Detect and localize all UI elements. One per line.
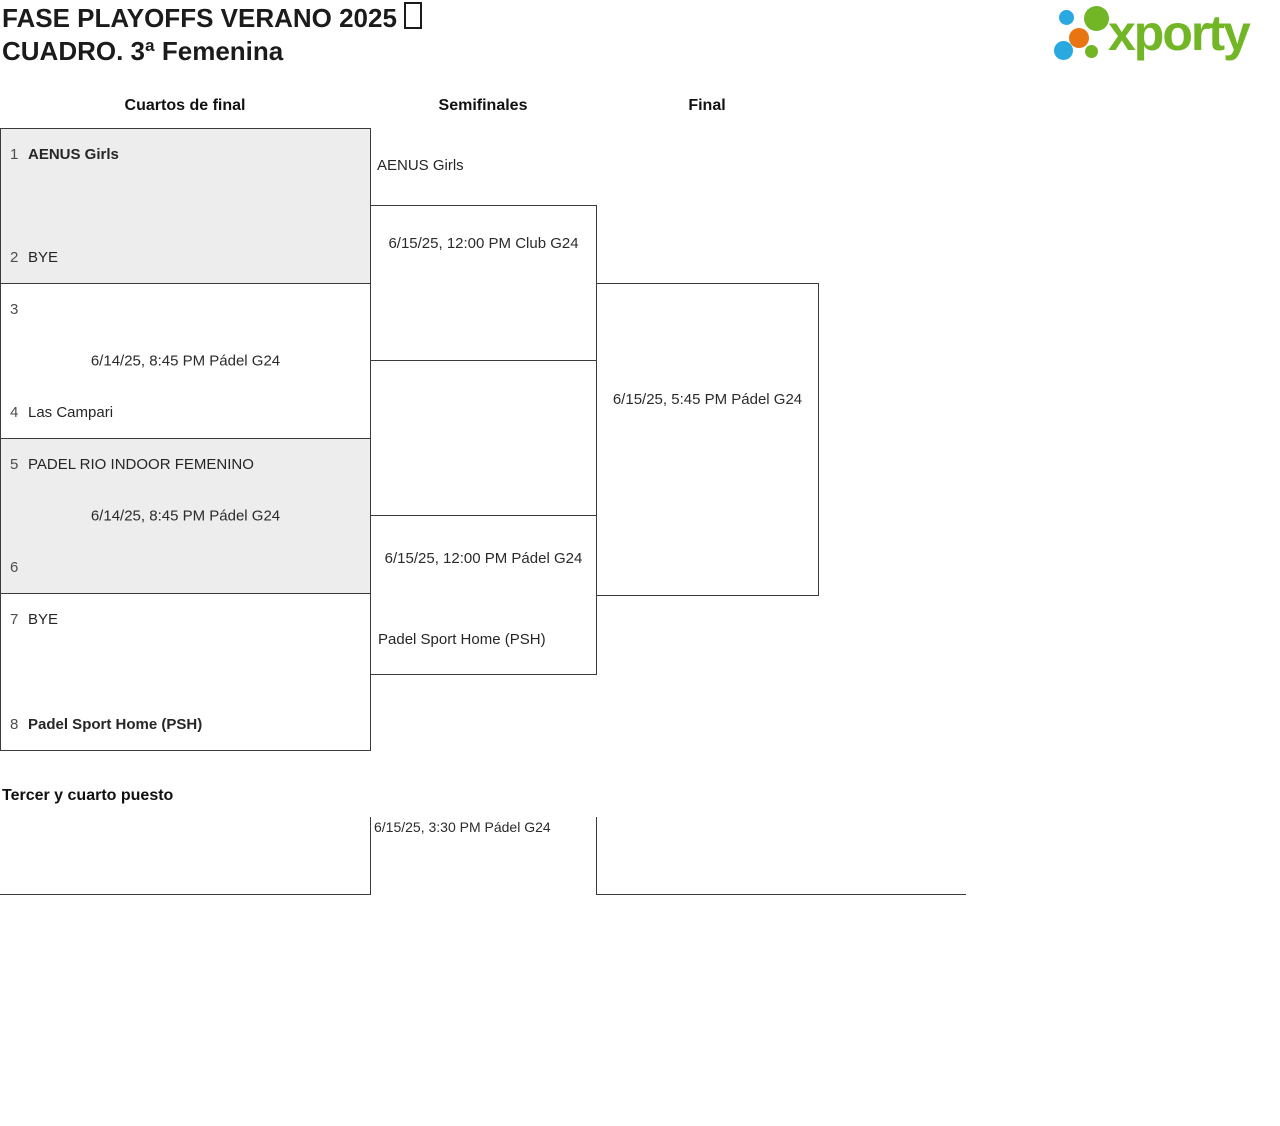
- third-place-right-slot-line: [596, 894, 966, 895]
- team-slot: 2 BYE: [10, 248, 364, 268]
- match-box-sf2[interactable]: 6/15/25, 12:00 PM Pádel G24 Padel Sport …: [370, 515, 597, 675]
- semifinal2-advancer: Padel Sport Home (PSH): [378, 631, 546, 648]
- third-place-left-connector-line: [370, 817, 371, 895]
- match-box-final[interactable]: 6/15/25, 5:45 PM Pádel G24: [596, 283, 819, 596]
- match-schedule: 6/15/25, 12:00 PM Club G24: [388, 235, 579, 252]
- seed-number: 2: [10, 249, 19, 266]
- third-place-right-connector-line: [596, 817, 597, 895]
- logo-dot-blue-small-icon: [1059, 10, 1074, 25]
- tournament-title: FASE PLAYOFFS VERANO 2025: [2, 2, 422, 34]
- logo-wordmark: xporty: [1108, 5, 1251, 61]
- round-header-semifinales: Semifinales: [438, 97, 528, 114]
- third-place-match-schedule[interactable]: 6/15/25, 3:30 PM Pádel G24: [374, 819, 551, 835]
- team-name: BYE: [28, 611, 59, 628]
- logo-dot-blue-large-icon: [1054, 41, 1073, 60]
- xporty-logo[interactable]: xporty: [1048, 0, 1278, 70]
- team-name: Las Campari: [28, 404, 114, 421]
- match-box-sf1[interactable]: 6/15/25, 12:00 PM Club G24: [370, 205, 597, 361]
- semifinal1-advancer: AENUS Girls: [377, 157, 464, 174]
- seed-number: 4: [10, 404, 19, 421]
- team-slot: 6: [10, 558, 364, 578]
- team-slot: 4 Las Campari: [10, 403, 364, 423]
- match-box-qf3[interactable]: 5 PADEL RIO INDOOR FEMENINO 6/14/25, 8:45…: [0, 438, 371, 594]
- round-header-cuartos: Cuartos de final: [124, 97, 246, 114]
- team-name: Padel Sport Home (PSH): [28, 716, 203, 733]
- match-schedule: 6/14/25, 8:45 PM Pádel G24: [90, 507, 281, 525]
- team-slot: 3: [10, 300, 364, 320]
- seed-number: 8: [10, 716, 19, 733]
- team-slot: 1 AENUS Girls: [10, 145, 364, 165]
- team-slot: 8 Padel Sport Home (PSH): [10, 715, 364, 735]
- match-box-qf2[interactable]: 3 6/14/25, 8:45 PM Pádel G24 4 Las Campar…: [0, 283, 371, 439]
- team-name: BYE: [28, 249, 59, 266]
- third-place-left-slot-line: [0, 894, 371, 895]
- logo-dot-green-small-icon: [1085, 45, 1098, 58]
- logo-dot-orange-icon: [1069, 28, 1089, 48]
- match-box-qf4[interactable]: 7 BYE 8 Padel Sport Home (PSH): [0, 593, 371, 751]
- seed-number: 5: [10, 456, 19, 473]
- seed-number: 1: [10, 146, 19, 163]
- match-schedule: 6/15/25, 12:00 PM Pádel G24: [384, 550, 583, 567]
- seed-number: 6: [10, 559, 19, 576]
- round-header-final: Final: [688, 97, 726, 114]
- bracket-subtitle: CUADRO. 3ª Femenina: [2, 36, 284, 66]
- tournament-title-text: FASE PLAYOFFS VERANO 2025: [2, 3, 397, 33]
- logo-dot-green-large-icon: [1084, 6, 1109, 31]
- seed-number: 3: [10, 301, 19, 318]
- third-place-heading: Tercer y cuarto puesto: [2, 787, 174, 804]
- seed-number: 7: [10, 611, 19, 628]
- match-box-qf1[interactable]: 1 AENUS Girls 2 BYE: [0, 128, 371, 284]
- match-schedule: 6/14/25, 8:45 PM Pádel G24: [90, 352, 281, 370]
- team-slot: 5 PADEL RIO INDOOR FEMENINO: [10, 455, 364, 475]
- team-name: PADEL RIO INDOOR FEMENINO: [28, 456, 254, 473]
- team-name: AENUS Girls: [28, 146, 119, 163]
- team-slot: 7 BYE: [10, 610, 364, 630]
- missing-glyph-box: [403, 2, 422, 29]
- match-schedule: 6/15/25, 5:45 PM Pádel G24: [612, 391, 803, 408]
